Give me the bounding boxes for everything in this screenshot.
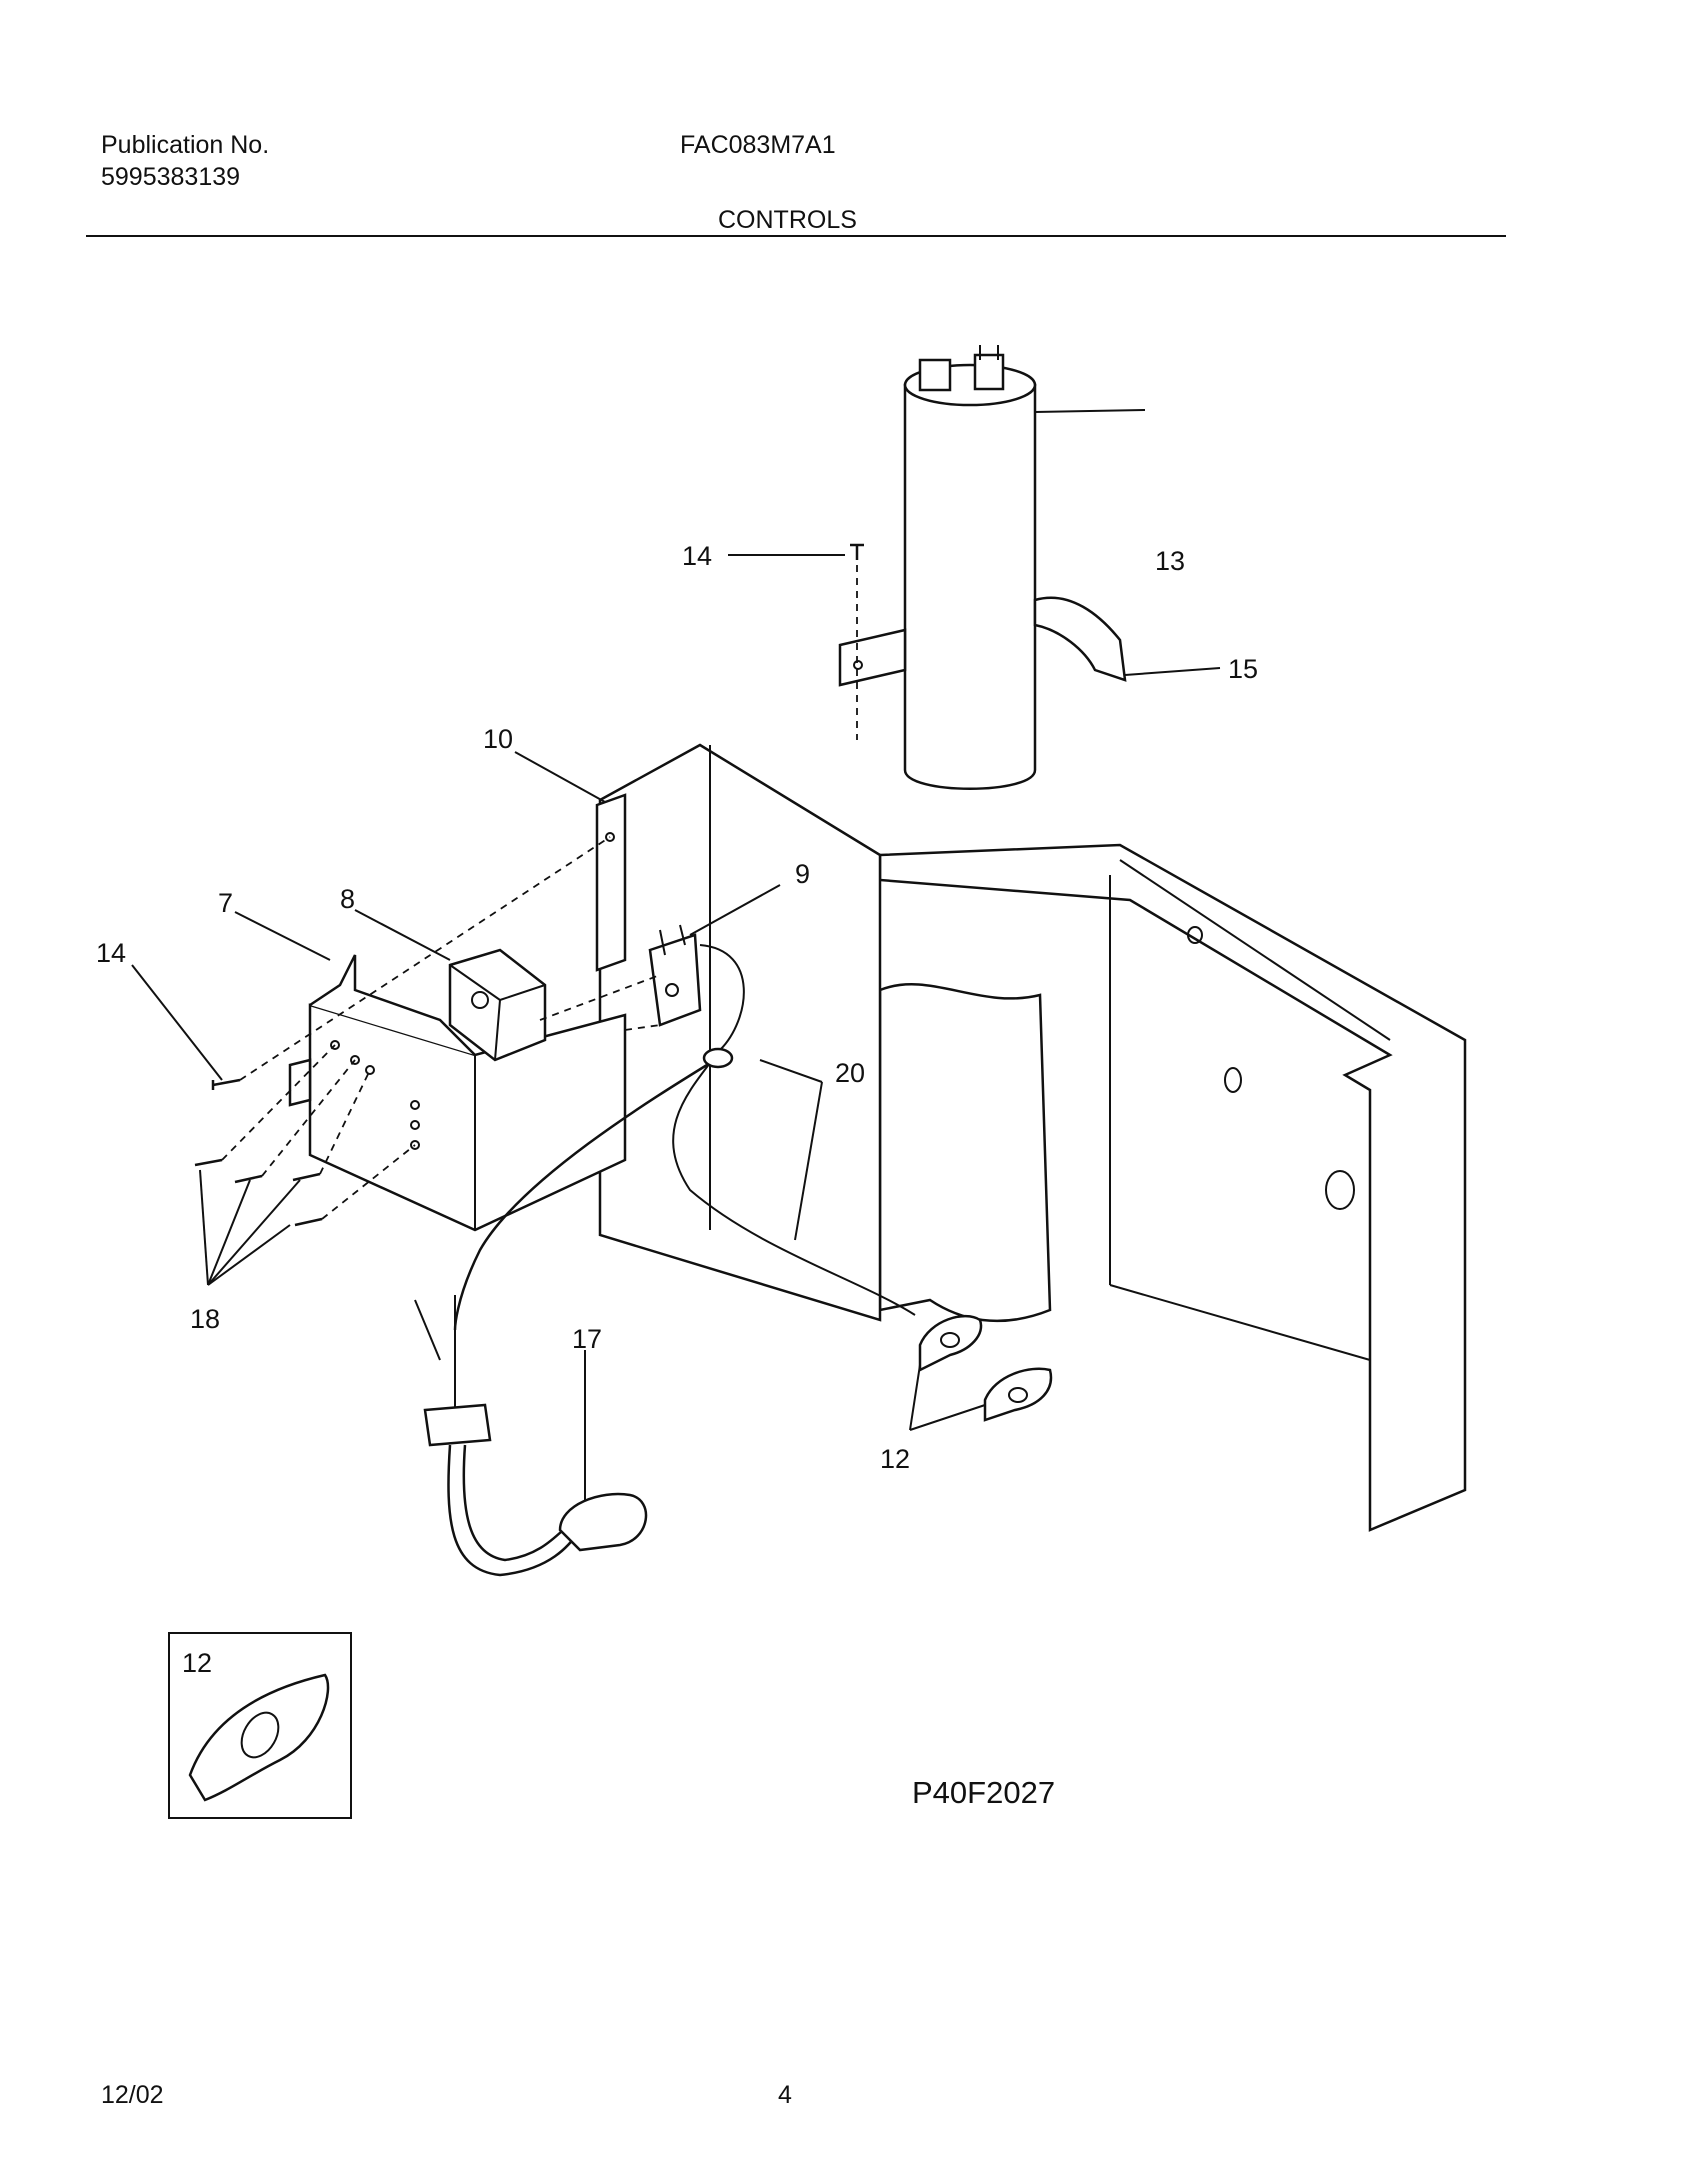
capacitor [838,345,1037,790]
callout-12-inset: 12 [182,1648,212,1678]
callout-14-left: 14 [96,938,126,968]
publication-number: 5995383139 [101,163,241,191]
screw-top [850,543,864,740]
callout-20: 20 [835,1058,865,1088]
control-panel-housing [878,843,1467,1532]
inset-detail-box [168,1632,352,1819]
footer-page-number: 4 [778,2081,792,2109]
wire-harness [453,944,916,1331]
callout-8: 8 [340,884,355,914]
mounting-bracket [595,743,882,1322]
section-title: CONTROLS [718,206,857,234]
power-cord [414,1295,648,1577]
callout-17: 17 [572,1324,602,1354]
callout-10: 10 [483,724,513,754]
callout-9: 9 [795,859,810,889]
callout-13: 13 [1155,546,1185,576]
publication-label: Publication No. [101,131,270,159]
callout-18: 18 [190,1304,220,1334]
cord-clamps [918,1315,1053,1422]
assembly-lines [221,836,661,1220]
terminal-block [648,924,702,1027]
rotary-switch [448,948,547,1062]
callout-14-top: 14 [682,541,712,571]
header-rule [86,235,1506,237]
callout-15: 15 [1228,654,1258,684]
callout-7: 7 [218,888,233,918]
model-number: FAC083M7A1 [680,131,836,159]
screws [194,1078,323,1227]
footer-date: 12/02 [101,2081,164,2109]
control-box [288,954,627,1232]
capacitor-strap [1033,596,1127,682]
figure-reference: P40F2027 [912,1775,1055,1810]
callout-12: 12 [880,1444,910,1474]
leader-lines [131,409,1221,1500]
